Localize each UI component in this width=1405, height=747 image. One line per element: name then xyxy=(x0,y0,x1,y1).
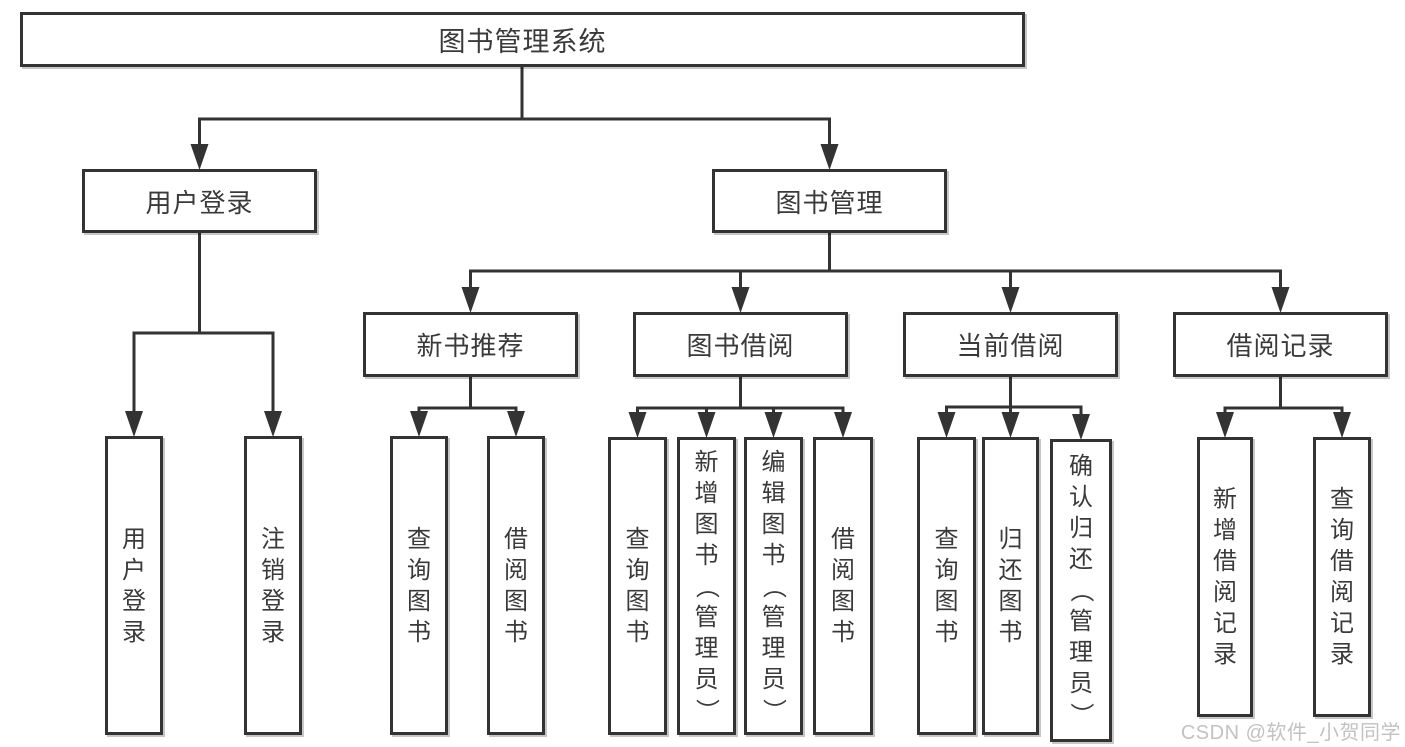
node-label: 用户登录 xyxy=(145,187,254,218)
node-label: 借阅记录 xyxy=(1226,331,1335,361)
node-new-book-recommend: 新书推荐 xyxy=(363,312,578,377)
leaf-borrow-books-recommend: 借阅图书 xyxy=(487,436,545,735)
node-book-management: 图书管理 xyxy=(712,169,947,233)
node-label: 图书管理系统 xyxy=(438,27,607,57)
node-label: 图书借阅 xyxy=(686,331,795,361)
node-label: 图书管理 xyxy=(775,187,884,218)
node-book-borrowing: 图书借阅 xyxy=(633,312,848,377)
leaf-user-login: 用户登录 xyxy=(105,436,163,735)
leaf-borrow-books: 借阅图书 xyxy=(813,437,873,735)
leaf-add-borrow-record: 新增借阅记录 xyxy=(1197,437,1253,717)
leaf-logout: 注销登录 xyxy=(244,436,302,735)
leaf-query-borrow-record: 查询借阅记录 xyxy=(1313,437,1371,717)
node-label: 新书推荐 xyxy=(416,331,525,361)
node-user-login: 用户登录 xyxy=(82,169,317,233)
leaf-return-books: 归还图书 xyxy=(982,437,1039,735)
leaf-query-books-current: 查询图书 xyxy=(917,437,976,735)
leaf-edit-book-admin: 编辑图书（管理员） xyxy=(744,437,803,735)
node-borrowing-records: 借阅记录 xyxy=(1173,312,1388,377)
node-current-borrowing: 当前借阅 xyxy=(903,312,1118,377)
leaf-query-books-recommend: 查询图书 xyxy=(390,436,448,735)
leaf-query-books: 查询图书 xyxy=(608,437,667,735)
node-library-management-system: 图书管理系统 xyxy=(20,12,1025,67)
leaf-add-book-admin: 新增图书（管理员） xyxy=(677,437,736,735)
node-label: 当前借阅 xyxy=(956,331,1065,361)
leaf-confirm-return-admin: 确认归还（管理员） xyxy=(1050,439,1112,742)
watermark: CSDN @软件_小贺同学 xyxy=(1180,722,1401,744)
